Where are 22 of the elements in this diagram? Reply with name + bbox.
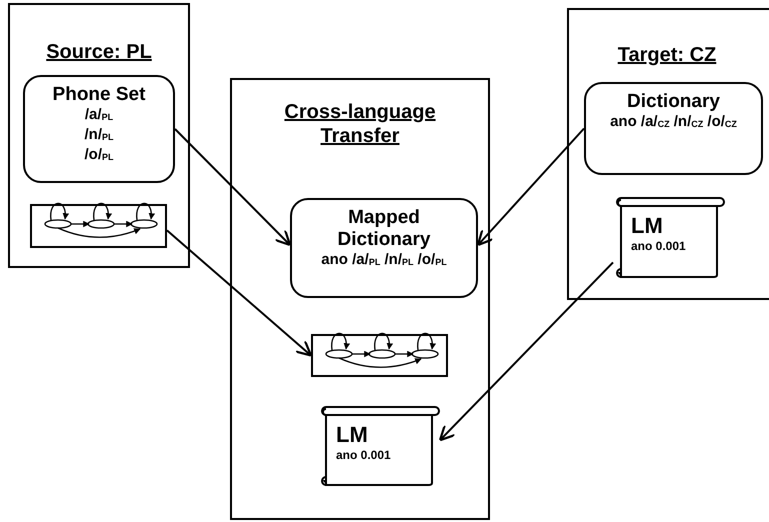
panel-title: Target: CZ (616, 43, 718, 67)
arrow (166, 230, 312, 357)
hmm-state-diagram (311, 334, 448, 377)
rounded-box (23, 75, 175, 183)
scroll-heading: LM (631, 214, 664, 238)
panel-box (8, 3, 190, 268)
arrow (438, 262, 614, 442)
panel-title: Cross-language Transfer (283, 100, 437, 148)
rounded-box (584, 82, 763, 175)
arrow (476, 128, 585, 246)
scroll-text: ano 0.001 (336, 447, 391, 463)
rounded-box (290, 198, 478, 298)
panel-box (567, 8, 769, 300)
panel-title: Source: PL (45, 40, 153, 64)
scroll-heading: LM (336, 423, 369, 447)
scroll-text: ano 0.001 (631, 238, 686, 254)
box-heading: Mapped Dictionary (336, 207, 432, 251)
box-heading: Phone Set (52, 84, 146, 106)
arrow (174, 128, 292, 246)
panel-box (230, 78, 490, 520)
box-heading: Dictionary (626, 91, 721, 113)
hmm-state-diagram (30, 204, 167, 248)
